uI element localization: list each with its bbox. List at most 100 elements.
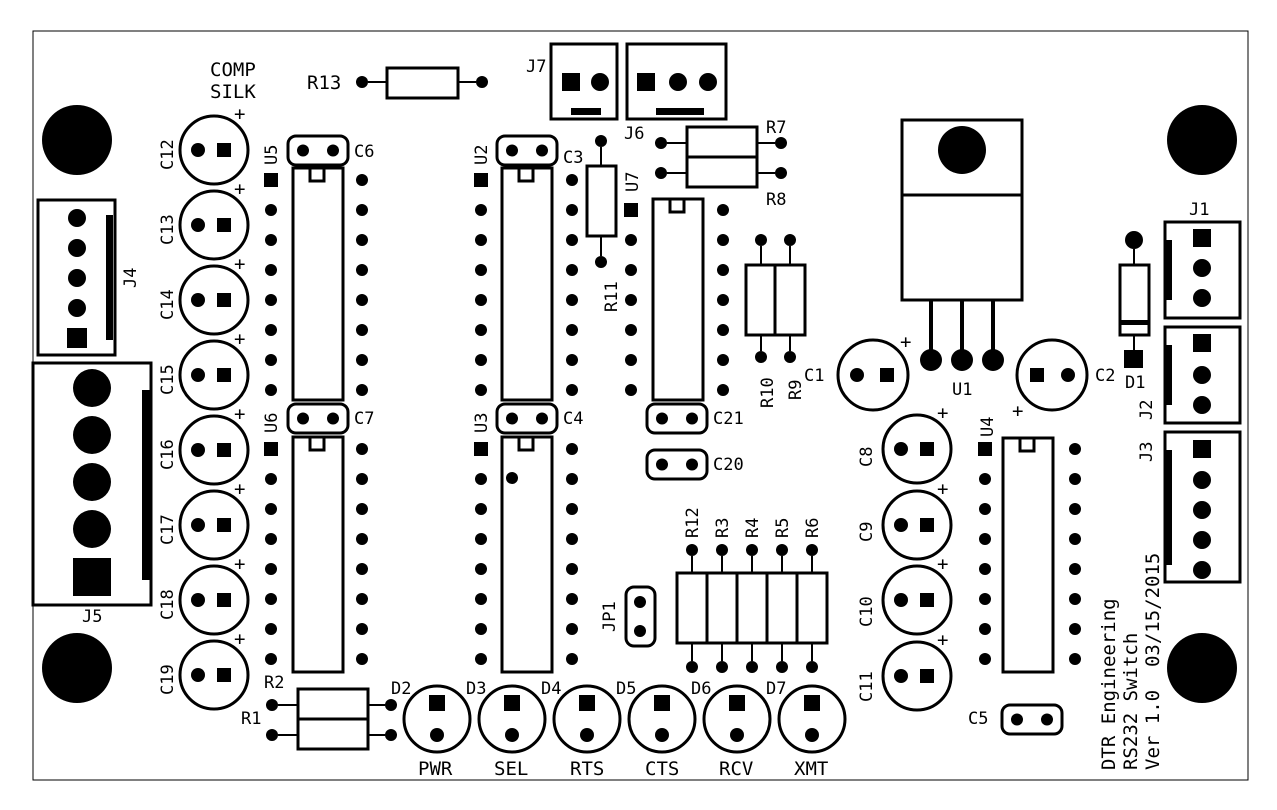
ref-c16: C16: [158, 439, 178, 470]
ref-c21: C21: [713, 409, 744, 429]
u3-pin: [566, 593, 578, 605]
u4-pin: [1069, 533, 1081, 545]
resistor-r11: R11: [585, 135, 622, 312]
capacitor-c1: C1 +: [804, 331, 911, 412]
cap-c21: [645, 402, 709, 435]
led-pad-square: [579, 695, 595, 711]
u2-pin: [566, 324, 578, 336]
cap-left-0-pad-square: [217, 143, 231, 157]
res-array-pad-bottom: [776, 661, 788, 673]
u2-pin: [566, 384, 578, 396]
u7-pin: [625, 264, 637, 276]
ref-r6: R6: [803, 518, 823, 538]
u2-pin: [475, 294, 487, 306]
u3-pin: [475, 563, 487, 575]
u2-pin: [566, 204, 578, 216]
cap-left-7-pad-square: [217, 668, 231, 682]
small-capacitors: [286, 134, 1064, 736]
cap-right-1: +: [881, 478, 953, 561]
led-pad-round: [730, 728, 744, 742]
cap-left-5-pad-round: [191, 518, 205, 532]
cap-c6: [286, 134, 350, 167]
ref-r1: R1: [241, 709, 261, 729]
resistor-r9-r10: R10 R9: [744, 234, 807, 408]
cap-left-3-plus: +: [234, 328, 245, 350]
cap-right-2: +: [881, 553, 953, 636]
ic-u5: U5: [262, 145, 345, 402]
ref-r7: R7: [766, 118, 786, 138]
u4-pin-1: [978, 442, 992, 456]
mounting-hole-bottom-right: [1167, 633, 1237, 703]
ref-j1: J1: [1189, 200, 1209, 220]
ref-r11: R11: [602, 281, 622, 312]
cap-c4-body: [495, 402, 559, 435]
ref-r3: R3: [713, 518, 733, 538]
cap-c5-pad: [1041, 713, 1053, 726]
u3-pin: [566, 653, 578, 665]
ic-u6: U6: [262, 413, 345, 674]
cap-left-5-plus: +: [234, 478, 245, 500]
cap-left-7: +: [178, 628, 250, 711]
u6-pin: [356, 533, 368, 545]
ref-u4: U4: [978, 417, 998, 437]
resistor-r13: R13: [307, 66, 488, 100]
u2-pin: [475, 204, 487, 216]
cap-left-4: +: [178, 403, 250, 486]
ref-d6: D6: [691, 679, 711, 699]
led-body: [627, 684, 697, 754]
res-array-pad-bottom: [716, 661, 728, 673]
ref-u1: U1: [952, 380, 972, 400]
led-pad-round: [805, 728, 819, 742]
u7-pin: [625, 294, 637, 306]
ref-j3: J3: [1137, 442, 1157, 462]
ref-c1: C1: [804, 366, 824, 386]
u2-pin: [475, 324, 487, 336]
ref-u6: U6: [262, 413, 282, 433]
connector-j4: J4: [36, 198, 141, 357]
cap-left-6-pad-round: [191, 593, 205, 607]
ref-c15: C15: [158, 364, 178, 395]
u5-pin: [356, 234, 368, 246]
cap-right-0: +: [881, 402, 953, 485]
cap-c6-body: [286, 134, 350, 167]
cap-right-1-plus: +: [937, 478, 948, 500]
u6-pin: [356, 503, 368, 515]
u5-pin: [265, 384, 277, 396]
cap-c20-pad: [686, 458, 698, 471]
ref-c12: C12: [158, 139, 178, 170]
u5-pin: [356, 264, 368, 276]
cap-c6-pad: [297, 144, 309, 157]
capacitors-c12-c19: ++++++++: [178, 103, 250, 711]
u4-pin: [1069, 503, 1081, 515]
cap-left-2-plus: +: [234, 253, 245, 275]
cap-left-0-pad-round: [191, 143, 205, 157]
ref-r4: R4: [743, 518, 763, 538]
u5-pin: [356, 324, 368, 336]
cap-c6-pad: [327, 144, 339, 157]
cap-c4: [495, 402, 559, 435]
cap-c5-body: [1000, 703, 1064, 736]
u4-pin: [979, 503, 991, 515]
cap-left-3-body: [178, 339, 250, 411]
ref-d3: D3: [466, 679, 486, 699]
cap-right-0-plus: +: [937, 402, 948, 424]
led-3: [477, 684, 547, 754]
cap-left-0-body: [178, 114, 250, 186]
res-array-pad-bottom: [686, 661, 698, 673]
ref-r9: R9: [786, 380, 806, 400]
u5-pin: [265, 354, 277, 366]
cap-right-2-pad-round: [894, 593, 908, 607]
ref-jp1: JP1: [600, 601, 620, 632]
led-4: [552, 684, 622, 754]
led-label-sel: SEL: [494, 758, 528, 780]
ic-u3: U3: [472, 413, 554, 674]
capacitor-c2: C2 +: [1012, 338, 1115, 422]
led-body: [702, 684, 772, 754]
cap-right-1-body: [881, 489, 953, 561]
cap-right-2-body: [881, 564, 953, 636]
ref-c4: C4: [563, 409, 583, 429]
cap-left-6-body: [178, 564, 250, 636]
led-pad-round: [505, 728, 519, 742]
u3-pin: [475, 653, 487, 665]
